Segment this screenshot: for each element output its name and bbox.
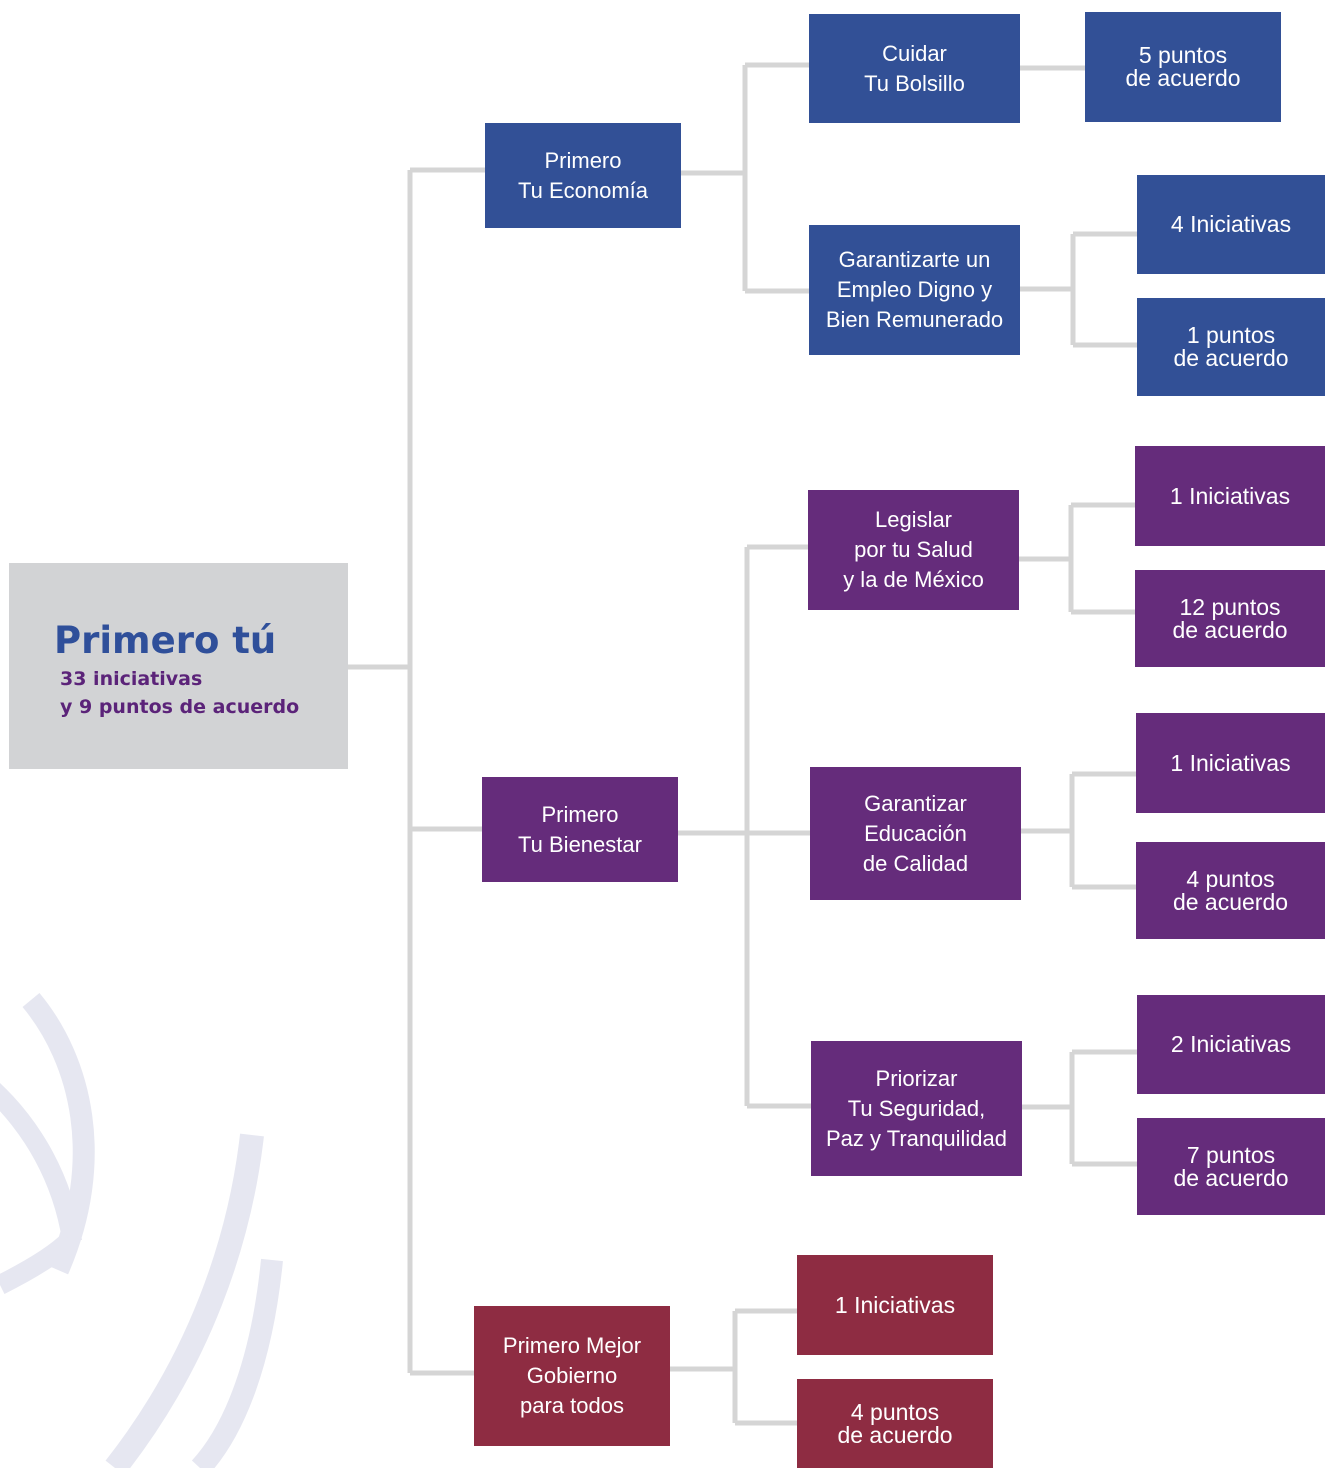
node-label: 1 Iniciativas [1170, 749, 1291, 776]
node-legislar-salud: Legislar por tu Salud y la de México [808, 490, 1019, 610]
node-empleo-puntos: 1 puntos de acuerdo [1137, 298, 1325, 396]
node-primero-tu-economia: Primero Tu Economía [485, 123, 681, 228]
node-primero-tu-bienestar: Primero Tu Bienestar [482, 777, 678, 882]
node-label: 2 Iniciativas [1170, 1031, 1292, 1057]
node-label: Garantizar Educación de Calidad [862, 790, 969, 876]
node-primero-mejor-gobierno: Primero Mejor Gobierno para todos [474, 1306, 670, 1446]
root-node: Primero tú 33 iniciativas y 9 puntos de … [9, 563, 348, 769]
node-label: 1 Iniciativas [1169, 482, 1291, 509]
node-educacion-calidad: Garantizar Educación de Calidad [810, 767, 1021, 900]
node-salud-puntos: 12 puntos de acuerdo [1135, 570, 1325, 667]
node-label: Legislar por tu Salud y la de México [843, 507, 984, 592]
node-label: 12 puntos de acuerdo [1172, 593, 1288, 643]
node-empleo-iniciativas: 4 Iniciativas [1137, 175, 1325, 274]
node-label: Primero Tu Bienestar [518, 801, 642, 857]
node-label: 7 puntos de acuerdo [1173, 1141, 1289, 1191]
root-subtitle: 33 iniciativas y 9 puntos de acuerdo [60, 668, 300, 718]
node-label: Priorizar Tu Seguridad, Paz y Tranquilid… [826, 1065, 1007, 1151]
node-label: 4 puntos de acuerdo [1172, 865, 1289, 915]
node-label: 1 Iniciativas [834, 1291, 956, 1318]
node-label: Primero Tu Economía [517, 147, 649, 203]
node-gobierno-iniciativas: 1 Iniciativas [797, 1255, 993, 1355]
decorative-arcs [0, 992, 283, 1468]
node-educacion-iniciativas: 1 Iniciativas [1136, 713, 1325, 813]
node-label: Cuidar Tu Bolsillo [864, 40, 965, 96]
node-empleo-digno: Garantizarte un Empleo Digno y Bien Remu… [809, 225, 1020, 355]
node-label: 1 puntos de acuerdo [1173, 322, 1289, 371]
node-educacion-puntos: 4 puntos de acuerdo [1136, 842, 1325, 939]
node-bolsillo-puntos: 5 puntos de acuerdo [1085, 12, 1281, 122]
root-title: Primero tú [54, 619, 277, 662]
node-label: 4 Iniciativas [1170, 211, 1292, 237]
node-seguridad-puntos: 7 puntos de acuerdo [1137, 1118, 1325, 1215]
node-label: 5 puntos de acuerdo [1125, 42, 1241, 91]
node-seguridad-iniciativas: 2 Iniciativas [1137, 995, 1325, 1094]
node-cuidar-tu-bolsillo: Cuidar Tu Bolsillo [809, 14, 1020, 123]
tree-connectors [348, 62, 1137, 1426]
node-gobierno-puntos: 4 puntos de acuerdo [797, 1379, 993, 1468]
node-priorizar-seguridad: Priorizar Tu Seguridad, Paz y Tranquilid… [811, 1041, 1022, 1176]
node-label: Primero Mejor Gobierno para todos [502, 1333, 642, 1418]
node-label: 4 puntos de acuerdo [837, 1398, 953, 1448]
node-salud-iniciativas: 1 Iniciativas [1135, 446, 1325, 546]
node-label: Garantizarte un Empleo Digno y Bien Remu… [825, 247, 1004, 332]
